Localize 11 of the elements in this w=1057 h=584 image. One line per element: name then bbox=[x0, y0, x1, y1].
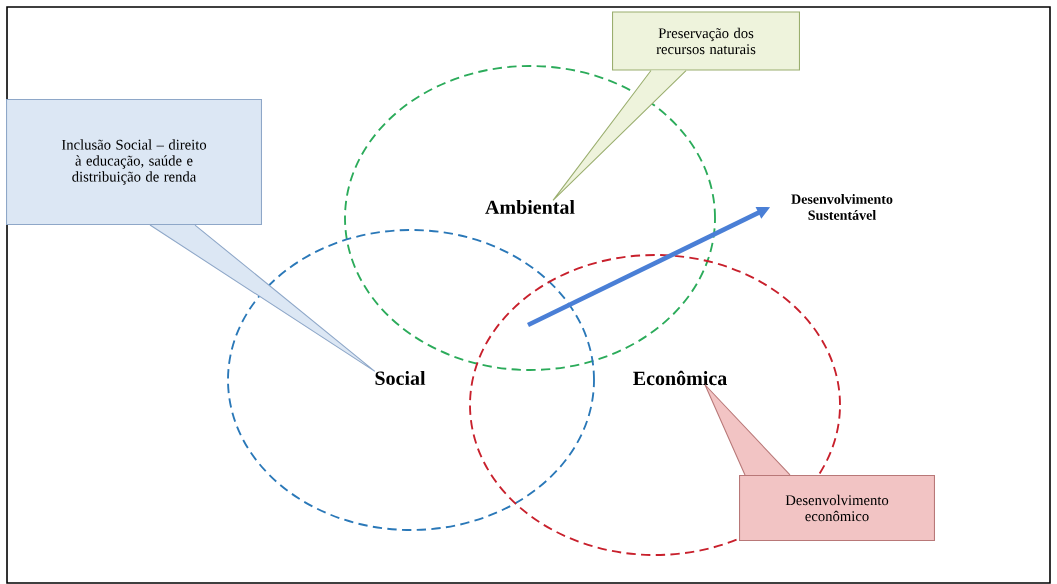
dashed-circle bbox=[227, 229, 595, 531]
dashed-circle bbox=[344, 65, 716, 371]
callout-pointer bbox=[149, 224, 376, 372]
callout-box: Preservação dos recursos naturais bbox=[612, 11, 800, 71]
circle-label: Econômica bbox=[633, 370, 727, 386]
circle-label: Social bbox=[375, 370, 426, 385]
circle-label: Ambiental bbox=[485, 199, 575, 214]
callout-box: Desenvolvimento econômico bbox=[739, 474, 935, 542]
callout-pointer bbox=[552, 70, 687, 201]
callout-box: Inclusão Social – direito à educação, saúde e distribuição de renda bbox=[6, 98, 262, 226]
outcome-label: Desenvolvimento Sustentável bbox=[791, 194, 893, 220]
